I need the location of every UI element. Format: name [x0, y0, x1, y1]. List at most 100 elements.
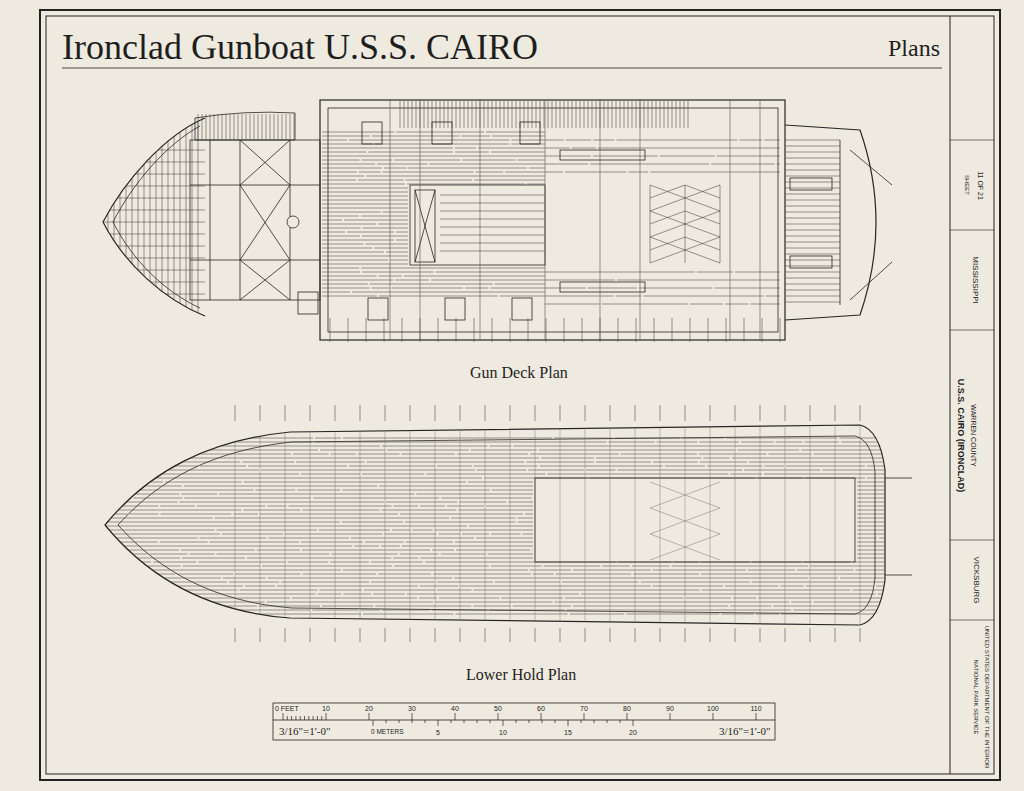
longitudinal-beam: [686, 280, 738, 281]
hold-plank: [719, 570, 746, 571]
hold-plank: [615, 438, 681, 439]
armour-plate: [195, 112, 295, 140]
lower-hold-planking: [105, 405, 890, 642]
hold-plank: [532, 550, 534, 551]
hold-plank: [866, 454, 890, 455]
frame-end: [384, 318, 385, 342]
hold-plank: [342, 522, 403, 523]
feet-tick: [455, 713, 456, 720]
deck-plank: [386, 148, 408, 149]
deck-plank: [454, 184, 525, 185]
hold-plank: [573, 606, 631, 607]
roof-rail: [688, 101, 689, 128]
roof-rail: [492, 101, 493, 128]
hold-plank: [562, 582, 587, 583]
deck-plank: [534, 268, 545, 269]
hold-plank: [485, 570, 528, 571]
hold-plank: [701, 574, 749, 575]
sheet-title: Ironclad Gunboat U.S.S. CAIRO: [62, 29, 538, 65]
hold-plank: [660, 446, 699, 447]
hold-frame: [510, 420, 511, 630]
frame-end: [582, 318, 583, 342]
deck-plank: [393, 256, 408, 257]
bow-timber: [138, 110, 139, 320]
hold-plank: [666, 458, 702, 459]
deck-plank: [378, 192, 408, 193]
deck-plank: [451, 140, 509, 141]
hold-plank: [788, 458, 852, 459]
scale-number: 30: [408, 705, 416, 712]
stern-plank: [785, 230, 840, 231]
hold-plank: [303, 574, 377, 575]
hold-plank: [420, 586, 458, 587]
deck-plank: [387, 188, 408, 189]
hold-plank: [703, 458, 729, 459]
hold-plank: [541, 458, 594, 459]
hold-plank: [857, 514, 890, 515]
longitudinal-beam: [680, 148, 751, 149]
deck-plank: [405, 220, 408, 221]
roof-rail: [432, 101, 433, 128]
hold-plank: [351, 538, 427, 539]
deck-plank: [322, 132, 369, 133]
boiler-line: [440, 235, 545, 236]
boiler-block: [410, 185, 545, 265]
hold-plank: [105, 542, 158, 543]
hold-plank: [391, 438, 444, 439]
city-name: VICKSBURG: [971, 556, 979, 603]
roof-rail: [400, 101, 401, 128]
boiler-line: [440, 211, 545, 212]
sheet-label: SHEET: [964, 175, 970, 195]
deck-plank: [370, 284, 408, 285]
hold-plank: [468, 490, 490, 491]
frame-end: [735, 628, 736, 642]
hold-frame: [285, 420, 286, 630]
armour-hatch: [230, 114, 231, 140]
hold-plank: [595, 598, 627, 599]
hold-plank: [191, 446, 214, 447]
bow-timber: [198, 110, 199, 320]
meter-tick: [451, 720, 452, 723]
hold-plank: [217, 554, 275, 555]
hold-plank: [274, 558, 313, 559]
meter-tick: [568, 720, 569, 726]
roof-rail: [584, 101, 585, 128]
armour-hatch: [254, 114, 255, 140]
hold-plank: [724, 610, 791, 611]
hold-plank: [587, 582, 639, 583]
hold-plank: [105, 538, 178, 539]
transom: [840, 140, 841, 305]
hold-plank: [477, 470, 526, 471]
hold-plank: [105, 438, 180, 439]
deck-plank: [322, 156, 356, 157]
hold-plank: [405, 614, 432, 615]
deck-plank: [463, 144, 509, 145]
hold-plank: [105, 502, 177, 503]
longitudinal-beam: [685, 164, 709, 165]
hold-frame: [735, 420, 736, 630]
hold-frame: [460, 420, 461, 630]
frame-end: [492, 318, 493, 342]
hold-plank: [200, 538, 267, 539]
hold-plank: [105, 442, 169, 443]
hold-plank: [364, 590, 435, 591]
deck-plank: [322, 176, 364, 177]
deck-plank: [408, 132, 431, 133]
hold-plank: [149, 594, 177, 595]
deck-plank: [322, 164, 375, 165]
hold-plank: [489, 454, 528, 455]
hold-plank: [857, 482, 890, 483]
hold-plank: [855, 570, 890, 571]
feet-tick: [498, 713, 499, 720]
deck-plank: [471, 276, 516, 277]
paddle-lattice: [685, 185, 686, 263]
deck-plank: [322, 288, 369, 289]
deck-plank: [408, 288, 463, 289]
hold-plank: [277, 522, 340, 523]
hold-plank: [105, 462, 174, 463]
hold-plank: [162, 474, 185, 475]
hold-plank: [758, 598, 824, 599]
longitudinal-beam: [764, 140, 780, 141]
deck-plank: [371, 288, 389, 289]
deck-plank: [516, 276, 545, 277]
